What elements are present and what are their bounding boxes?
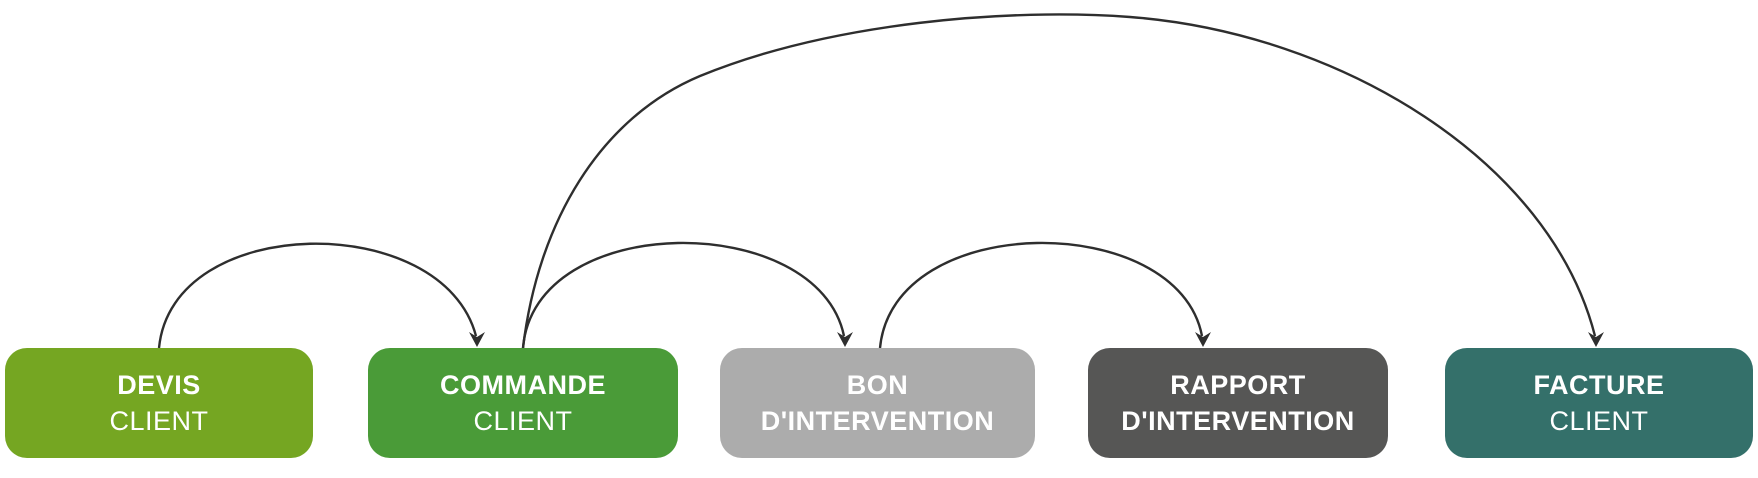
node-facture-title: FACTURE	[1533, 370, 1665, 400]
arrowhead-bon-icon	[837, 332, 853, 347]
node-devis-client: DEVIS CLIENT	[5, 348, 313, 458]
arrowhead-facture-icon	[1588, 332, 1604, 347]
arrowhead-rapport-icon	[1195, 332, 1211, 347]
node-commande-subtitle: CLIENT	[473, 406, 573, 436]
node-bon-subtitle: D'INTERVENTION	[760, 406, 995, 436]
edge-commande-to-facture	[521, 13, 1597, 349]
node-devis-subtitle: CLIENT	[109, 406, 209, 436]
node-facture-client: FACTURE CLIENT	[1445, 348, 1753, 458]
edge-bon-to-rapport	[878, 241, 1204, 349]
node-rapport-intervention: RAPPORT D'INTERVENTION	[1088, 348, 1388, 458]
edge-devis-to-commande	[157, 242, 478, 349]
node-commande-title: COMMANDE	[440, 370, 606, 400]
node-devis-title: DEVIS	[117, 370, 201, 400]
node-rapport-title: RAPPORT	[1170, 370, 1306, 400]
node-commande-client: COMMANDE CLIENT	[368, 348, 678, 458]
node-rapport-subtitle: D'INTERVENTION	[1121, 406, 1355, 436]
node-bon-title: BON	[846, 370, 909, 400]
node-bon-intervention: BON D'INTERVENTION	[720, 348, 1035, 458]
edge-commande-to-bon	[521, 241, 846, 349]
arrowhead-commande-icon	[469, 332, 485, 347]
node-facture-subtitle: CLIENT	[1549, 406, 1649, 436]
